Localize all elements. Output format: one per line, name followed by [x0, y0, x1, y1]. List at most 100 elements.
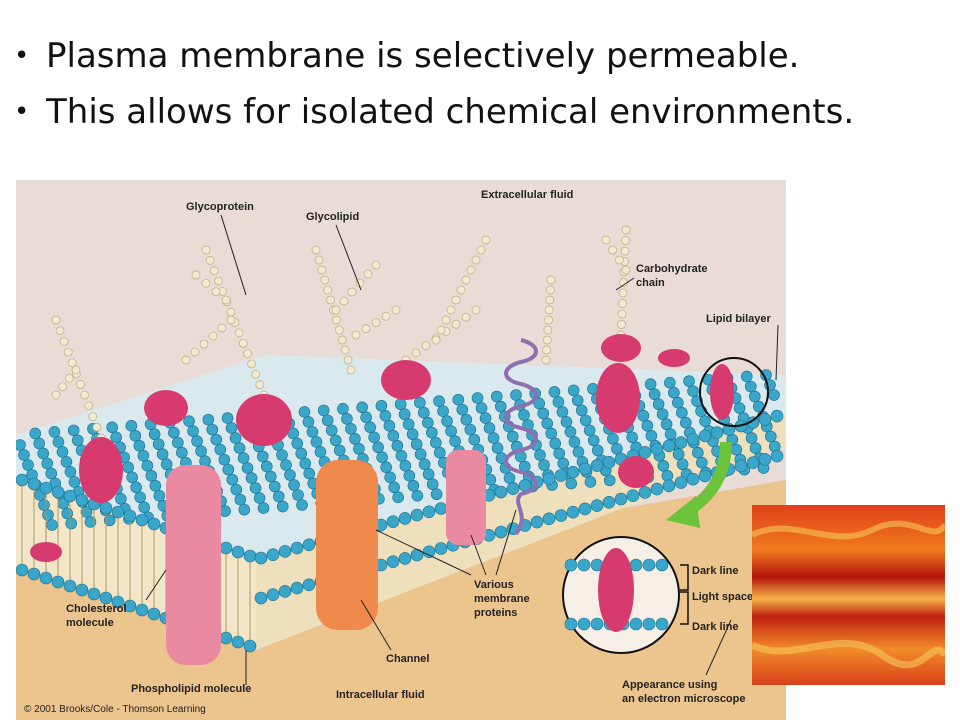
phospholipid-head [734, 459, 748, 473]
phospholipid-head [254, 551, 268, 565]
sugar-bead [88, 412, 98, 421]
label-dark-line-bottom: Dark line [692, 621, 738, 633]
phospholipid-head [147, 517, 161, 531]
phospholipid-head [518, 409, 530, 421]
phospholipid-head [571, 394, 584, 407]
phospholipid-head [233, 442, 246, 454]
phospholipid-head [422, 468, 435, 481]
phospholipid-head [696, 456, 708, 469]
bullet-item: • Plasma membrane is selectively permeab… [0, 28, 960, 84]
label-glycolipid: Glycolipid [306, 211, 359, 223]
phospholipid-head [699, 415, 711, 427]
bullet-dot-icon: • [14, 41, 30, 71]
label-carbohydrate: Carbohydrate [636, 263, 708, 275]
sugar-bead [451, 319, 461, 329]
phospholipid-head [126, 471, 138, 484]
phospholipid-head [187, 425, 199, 437]
phospholipid-head [710, 426, 724, 439]
phospholipid-head [22, 459, 34, 471]
phospholipid-head [243, 549, 257, 563]
glycoprotein-head [236, 394, 292, 446]
label-extracellular-fluid: Extracellular fluid [481, 189, 573, 201]
phospholipid-head [660, 418, 673, 431]
phospholipid-head [652, 398, 665, 411]
phospholipid-head [386, 555, 400, 569]
em-band [750, 520, 948, 540]
phospholipid-head [210, 433, 223, 446]
leader-lines [145, 214, 779, 685]
phospholipid-head [145, 469, 158, 482]
phospholipid-head [398, 552, 412, 565]
phospholipid-head [80, 506, 93, 518]
phospholipid-head [568, 436, 581, 448]
sugar-bead [456, 285, 466, 295]
phospholipid-head [564, 426, 577, 438]
sugar-bead [544, 315, 553, 325]
sugar-bead [620, 246, 630, 256]
phospholipid-head [349, 433, 361, 445]
phospholipid-head [510, 389, 522, 401]
phospholipid-head [602, 455, 616, 469]
phospholipid-head [245, 472, 258, 484]
phospholipid-head [548, 386, 561, 398]
phospholipid-head [147, 607, 161, 621]
phospholipid-head [254, 591, 268, 605]
sugar-bead [545, 295, 555, 305]
phospholipid-head [183, 415, 195, 427]
phospholipid-head [360, 411, 372, 424]
phospholipid-head [111, 505, 125, 519]
phospholipid-head [414, 396, 426, 409]
phospholipid-head [295, 447, 308, 460]
sugar-bead [391, 305, 401, 315]
sugar-bead [311, 245, 321, 255]
sugar-bead [617, 309, 627, 319]
phospholipid-head [483, 422, 496, 434]
phospholipid-head [16, 439, 26, 451]
sugar-bead [58, 382, 68, 392]
phospholipid-head [464, 423, 477, 436]
sugar-bead [68, 358, 77, 368]
phospholipid-head [662, 479, 676, 493]
phospholipid-head [67, 424, 80, 437]
sugar-bead [247, 359, 256, 369]
phospholipid-head [611, 443, 623, 455]
phospholipid-head [542, 512, 556, 526]
phospholipid-head [75, 583, 89, 597]
phospholipid-head [578, 502, 592, 516]
phospholipid-head [471, 392, 484, 404]
phospholipid-head [680, 416, 692, 429]
phospholipid-head [266, 548, 280, 562]
sugar-bead [226, 315, 236, 325]
sugar-bead [614, 255, 624, 265]
sugar-bead [542, 335, 552, 345]
sugar-bead [461, 275, 471, 285]
phospholipid-head [84, 516, 97, 528]
sugar-bead [546, 285, 555, 295]
phospholipid-head [238, 503, 251, 516]
sugar-bead [481, 235, 491, 245]
phospholipid-head [219, 505, 231, 517]
phospholipid-head [222, 463, 235, 476]
sugar-bead [601, 235, 611, 245]
detail-circle [699, 357, 769, 427]
phospholipid-head [288, 479, 300, 491]
membrane-diagram: Glycoprotein Glycolipid Extracellular fl… [16, 180, 786, 720]
phospholipid-head [749, 442, 762, 454]
phospholipid-head [434, 542, 448, 555]
phospholipid-head [64, 466, 77, 478]
phospholipid-head [411, 489, 424, 502]
zoom-protein [598, 548, 634, 632]
phospholipid-head [156, 448, 169, 461]
sugar-bead [371, 318, 381, 327]
phospholipid-head [768, 389, 780, 401]
phospholipid-head [503, 472, 516, 484]
phospholipid-head [392, 491, 404, 504]
phospholipid-head [395, 449, 408, 462]
sugar-bead [361, 324, 371, 334]
label-glycoprotein: Glycoprotein [186, 201, 254, 213]
phospholipid-head [27, 477, 41, 491]
phospholipid-head [226, 473, 239, 486]
sugar-bead [51, 315, 61, 325]
phospholipid-head [380, 461, 392, 474]
phospholipid-head [402, 418, 415, 431]
